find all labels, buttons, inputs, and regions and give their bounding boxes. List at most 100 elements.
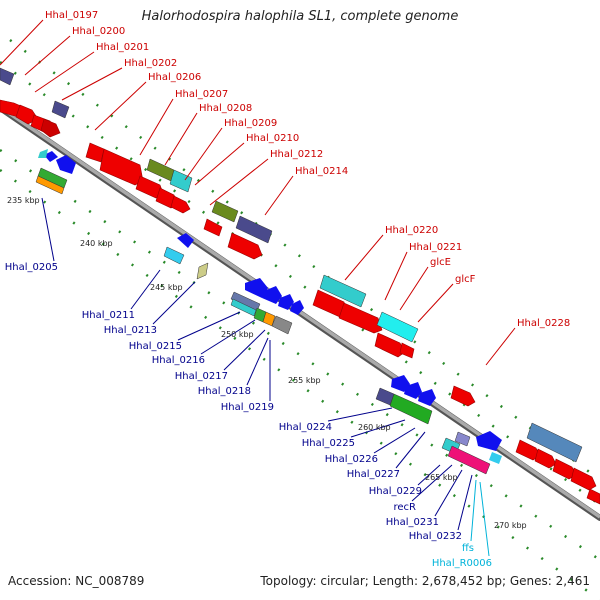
inner-dotted-track: [0, 148, 600, 562]
gene-red-590[interactable]: [586, 488, 600, 505]
upper-leader-line: [0, 19, 44, 66]
gene-hhal-0216-arrow[interactable]: [262, 286, 282, 304]
upper-gene-label[interactable]: Hhal_0197: [45, 10, 98, 21]
upper-gene-label[interactable]: Hhal_0200: [72, 26, 125, 37]
gene-hhal-0214[interactable]: [227, 232, 263, 260]
forward-genes[interactable]: [0, 99, 600, 505]
kbp-tick-label: 250 kbp: [221, 330, 254, 339]
upper-leader-line: [344, 234, 384, 281]
upper-gene-label[interactable]: Hhal_0202: [124, 58, 177, 69]
gene-hhal-0226-arrow[interactable]: [418, 389, 436, 406]
upper-gene-label[interactable]: Hhal_0221: [409, 242, 462, 253]
lower-gene-label[interactable]: Hhal_0227: [347, 469, 400, 480]
gene-red-538[interactable]: [534, 448, 557, 469]
rna-gene-label[interactable]: Hhal_R0006: [432, 558, 492, 569]
reverse-cog-blocks: [35, 149, 502, 475]
gene-hhal-0217-arrow[interactable]: [278, 294, 294, 310]
gene-glce[interactable]: [374, 332, 406, 358]
cog-hhal-0216: [230, 298, 257, 317]
upper-leader-line: [264, 175, 294, 216]
upper-gene-label[interactable]: Hhal_0220: [385, 225, 438, 236]
kbp-tick-label: 260 kbp: [358, 423, 391, 432]
upper-gene-label[interactable]: Hhal_0201: [96, 42, 149, 53]
lower-gene-label[interactable]: Hhal_0213: [104, 325, 157, 336]
upper-leader-line: [417, 283, 454, 323]
cog-hhal-0221: [376, 311, 419, 343]
gene-rev-56[interactable]: [56, 155, 76, 174]
kbp-tick-label: 240 kbp: [80, 239, 113, 248]
upper-leader-line: [184, 127, 223, 181]
upper-leader-line: [61, 67, 123, 101]
upper-leader-line: [24, 35, 71, 76]
cog-hhal-0213: [196, 262, 209, 280]
lower-gene-label[interactable]: Hhal_0211: [82, 310, 135, 321]
lower-leader-line: [327, 407, 393, 422]
gene-hhal-0215-arrow[interactable]: [245, 278, 268, 298]
dotted-tracks: [0, 38, 600, 600]
gene-labels: Hhal_0197Hhal_0200Hhal_0201Hhal_0202Hhal…: [0, 10, 570, 569]
upper-leader-line: [399, 266, 429, 311]
upper-gene-label[interactable]: Hhal_0209: [224, 118, 277, 129]
gene-rev-177[interactable]: [177, 233, 194, 248]
upper-gene-label[interactable]: Hhal_0214: [295, 166, 348, 177]
cog-hhal-0197: [0, 67, 15, 86]
gene-hhal-0224-arrow[interactable]: [391, 375, 410, 392]
rna-leader-line: [479, 481, 490, 557]
lower-gene-label[interactable]: Hhal_0232: [409, 531, 462, 542]
lower-leader-line: [350, 419, 406, 438]
lower-gene-label[interactable]: Hhal_0215: [129, 341, 182, 352]
lower-gene-label[interactable]: Hhal_0217: [175, 371, 228, 382]
lower-leader-line: [417, 464, 441, 486]
upper-gene-label[interactable]: glcE: [430, 257, 451, 268]
lower-gene-label[interactable]: Hhal_0226: [325, 454, 378, 465]
gene-hhal-0232-arrow[interactable]: [476, 431, 502, 451]
kbp-tick-label: 265 kbp: [425, 473, 458, 482]
outer-dotted-track: [9, 38, 600, 482]
cog-block-532: [526, 422, 583, 463]
upper-gene-label[interactable]: Hhal_0210: [246, 133, 299, 144]
gene-hhal-0202[interactable]: [40, 118, 61, 138]
upper-gene-label[interactable]: Hhal_0212: [270, 149, 323, 160]
lower-gene-label[interactable]: Hhal_0216: [152, 355, 205, 366]
gene-hhal-0210[interactable]: [170, 195, 191, 214]
gene-hhal-0228[interactable]: [450, 385, 476, 407]
lower-gene-label[interactable]: Hhal_0229: [369, 486, 422, 497]
gene-hhal-0218-arrow[interactable]: [290, 300, 304, 315]
cog-hhal-0202: [51, 100, 70, 119]
upper-gene-label[interactable]: Hhal_0228: [517, 318, 570, 329]
gene-red-574[interactable]: [570, 467, 597, 491]
gene-hhal-0206[interactable]: [85, 142, 105, 163]
upper-gene-label[interactable]: Hhal_0206: [148, 72, 201, 83]
upper-leader-line: [139, 98, 174, 156]
gene-hhal-0221[interactable]: [338, 302, 383, 334]
lower-gene-label[interactable]: Hhal_0225: [302, 438, 355, 449]
upper-gene-label[interactable]: Hhal_0207: [175, 89, 228, 100]
gene-rev-44[interactable]: [44, 151, 58, 162]
upper-gene-label[interactable]: Hhal_0208: [199, 103, 252, 114]
cog-hhal-0212: [211, 200, 239, 223]
lower-leader-line: [41, 197, 55, 262]
upper-leader-line: [209, 158, 269, 206]
lower-gene-label[interactable]: Hhal_0231: [386, 517, 439, 528]
lower-leader-line: [457, 474, 473, 531]
gene-glcf[interactable]: [399, 342, 415, 359]
cog-hhal-0232: [489, 452, 502, 464]
lower-leader-line: [395, 431, 426, 469]
gene-hhal-0225-arrow[interactable]: [404, 382, 422, 399]
rna-gene-label[interactable]: ffs: [462, 543, 474, 554]
forward-cog-blocks: [0, 67, 583, 463]
accession-text: Accession: NC_008789: [8, 574, 145, 588]
lower-gene-label[interactable]: Hhal_0224: [279, 422, 332, 433]
cog-hhal-0214: [235, 215, 273, 244]
upper-gene-label[interactable]: glcF: [455, 274, 476, 285]
lower-gene-label[interactable]: Hhal_0218: [198, 386, 251, 397]
lower-gene-label[interactable]: Hhal_0219: [221, 402, 274, 413]
cog-hhal-0225: [389, 393, 433, 425]
lower-gene-label[interactable]: recR: [394, 502, 417, 513]
reverse-genes[interactable]: [44, 151, 502, 451]
lower-gene-label[interactable]: Hhal_0205: [5, 262, 58, 273]
cog-hhal-0208: [169, 169, 193, 193]
gene-hhal-0212[interactable]: [203, 218, 223, 237]
summary-text: Topology: circular; Length: 2,678,452 bp…: [260, 574, 590, 588]
